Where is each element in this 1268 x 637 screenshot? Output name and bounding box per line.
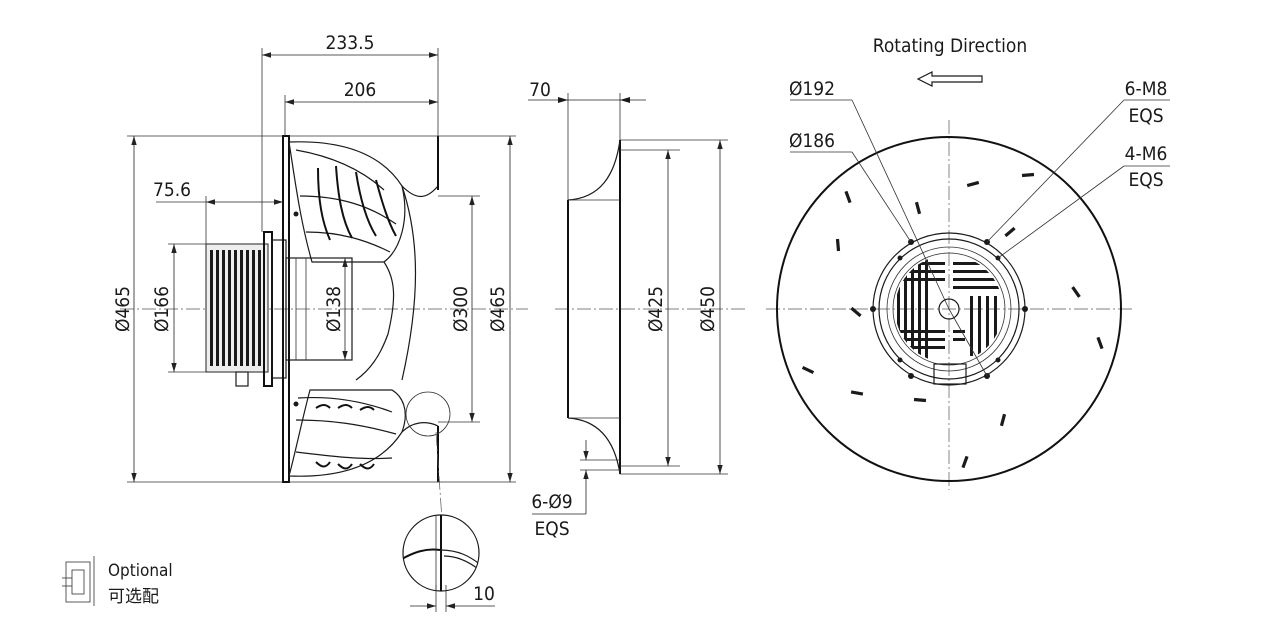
dim-inlet-dia: Ø300 bbox=[450, 286, 472, 332]
callout-m6: 4-M6 bbox=[1125, 143, 1168, 165]
dim-ring-outer-dia: Ø450 bbox=[697, 286, 719, 332]
callout-m8-note: EQS bbox=[1128, 105, 1163, 127]
detail-view: 10 bbox=[402, 514, 495, 612]
dim-motor-dia: Ø166 bbox=[151, 286, 173, 332]
side-view: 233.5 206 75.6 Ø465 Ø166 Ø138 Ø300 Ø465 bbox=[112, 32, 528, 521]
dim-motor-offset: 75.6 bbox=[153, 179, 191, 201]
legend: Optional 可选配 bbox=[62, 556, 173, 607]
rotation-arrow-icon bbox=[916, 71, 983, 87]
dim-impeller-length: 206 bbox=[344, 79, 377, 101]
front-view: Rotating Direction Ø192 Ø186 6-M8 EQS 4-… bbox=[766, 35, 1170, 490]
dim-impeller-dia: Ø465 bbox=[487, 286, 509, 332]
dim-pcd-large: Ø192 bbox=[789, 78, 835, 100]
dim-ring-holes-note: EQS bbox=[534, 518, 569, 540]
dim-outer-dia: Ø465 bbox=[112, 286, 134, 332]
callout-m8: 6-M8 bbox=[1125, 78, 1168, 100]
impeller-lower bbox=[288, 389, 439, 477]
legend-optional-en: Optional bbox=[108, 561, 173, 581]
inlet-ring-view: 70 Ø425 Ø450 6-Ø9 EQS bbox=[528, 79, 745, 540]
legend-optional-cn: 可选配 bbox=[108, 587, 159, 607]
dim-ring-width: 70 bbox=[529, 79, 551, 101]
impeller-upper bbox=[288, 141, 439, 381]
callout-m6-note: EQS bbox=[1128, 169, 1163, 191]
dim-ring-inner-dia: Ø425 bbox=[645, 286, 667, 332]
dim-detail-gap: 10 bbox=[473, 583, 495, 605]
optional-symbol-icon bbox=[62, 556, 95, 606]
dim-hub-dia: Ø138 bbox=[323, 286, 345, 332]
dim-total-length: 233.5 bbox=[326, 32, 375, 54]
motor-body bbox=[205, 231, 353, 387]
dim-pcd-small: Ø186 bbox=[789, 130, 835, 152]
rotating-direction-label: Rotating Direction bbox=[873, 35, 1027, 57]
blade-slots bbox=[801, 172, 1104, 469]
motor-face bbox=[895, 255, 1003, 385]
dim-ring-holes: 6-Ø9 bbox=[531, 491, 572, 513]
